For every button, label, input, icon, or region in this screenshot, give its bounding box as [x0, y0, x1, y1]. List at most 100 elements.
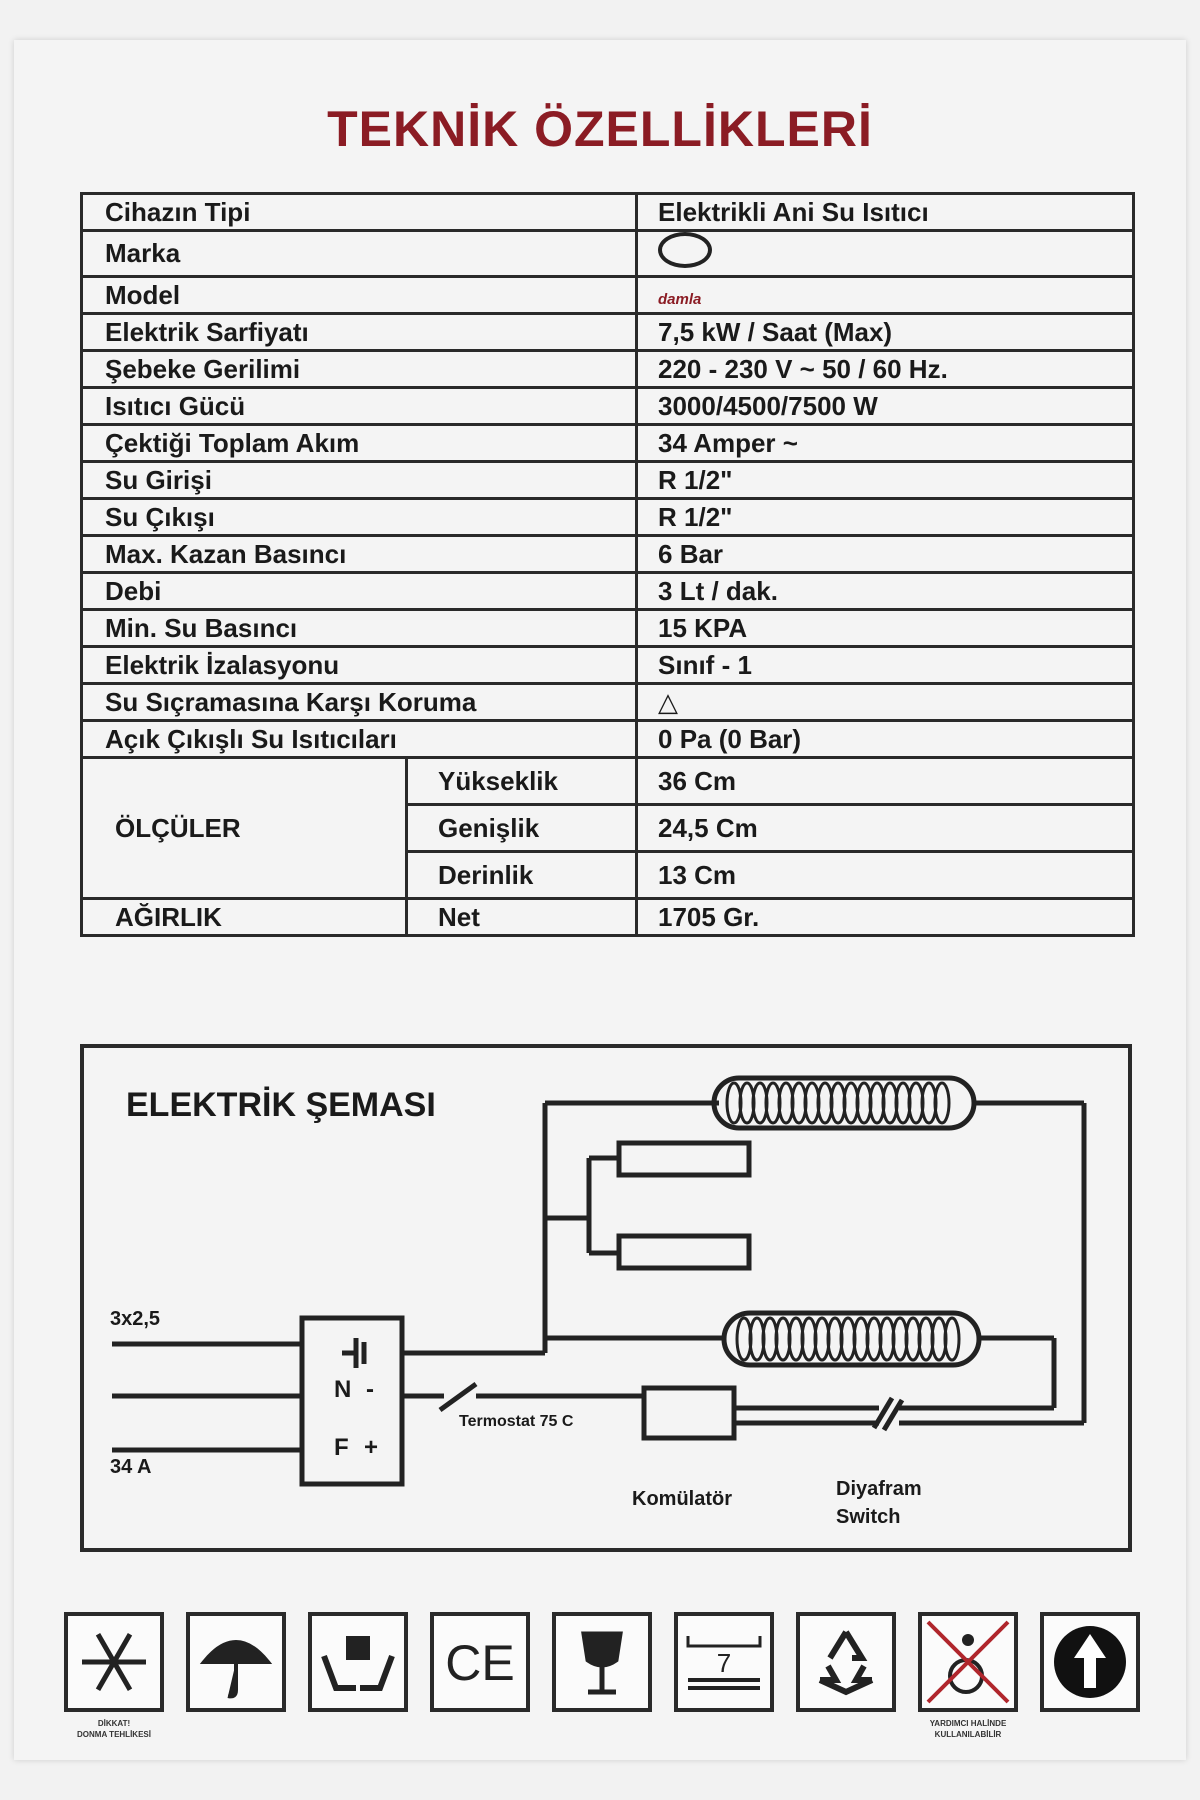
- spec-label: Su Girişi: [79, 460, 639, 500]
- coil-turn: [943, 1316, 961, 1362]
- wiring-diagram: [112, 1075, 1087, 1487]
- stack-limit-icon: 7: [674, 1612, 774, 1712]
- dimension-name: Derinlik: [404, 850, 639, 900]
- icon-caption-line: DİKKAT!: [97, 1719, 131, 1728]
- svg-text:CE: CE: [445, 1635, 514, 1691]
- accumulator-box: [641, 1385, 737, 1441]
- ce-mark-icon: CE: [430, 1612, 530, 1712]
- dimension-name: Yükseklik: [404, 756, 639, 806]
- coil-turn: [933, 1081, 951, 1125]
- dimension-value: 24,5 Cm: [635, 803, 1136, 853]
- spec-value: 3000/4500/7500 W: [635, 386, 1136, 426]
- spec-value: 34 Amper ~: [635, 423, 1136, 463]
- spec-value: 7,5 kW / Saat (Max): [635, 312, 1136, 352]
- this-side-up-glyph: [1054, 1626, 1126, 1698]
- fragile-glass-glyph: [581, 1631, 623, 1695]
- snowflake-glyph: [82, 1633, 146, 1691]
- spec-value: 15 KPA: [635, 608, 1136, 648]
- model-logo-icon: damla: [658, 290, 702, 308]
- weight-sub-label: Net: [404, 897, 639, 937]
- cable-label: 3x2,5: [110, 1308, 161, 1330]
- spec-label: Şebeke Gerilimi: [79, 349, 639, 389]
- spec-label: Debi: [79, 571, 639, 611]
- umbrella-glyph: [199, 1640, 273, 1699]
- spec-value: R 1/2": [635, 497, 1136, 537]
- current-label: 34 A: [110, 1456, 152, 1478]
- icon-caption-line: KULLANILABİLİR: [934, 1730, 1002, 1739]
- diaphragm-switch: [871, 1396, 895, 1430]
- spec-row: Su Sıçramasına Karşı Koruma△: [79, 682, 1136, 722]
- spec-label: Çektiği Toplam Akım: [79, 423, 639, 463]
- umbrella-icon: [186, 1612, 286, 1712]
- fragile-glass-icon: [552, 1612, 652, 1712]
- icon-caption: DİKKAT! DONMA TEHLİKESİ: [44, 1718, 184, 1740]
- spec-value: 6 Bar: [635, 534, 1136, 574]
- spec-label: Model: [79, 275, 639, 315]
- terminal-n-label: N: [334, 1376, 352, 1403]
- dimensions-label: ÖLÇÜLER: [80, 756, 408, 900]
- spec-row: Marka: [79, 229, 1136, 278]
- diaphragm-label: Diyafram: [836, 1478, 922, 1500]
- spec-label: Elektrik İzalasyonu: [79, 645, 639, 685]
- spec-label: Su Çıkışı: [79, 497, 639, 537]
- spec-label: Marka: [79, 229, 639, 278]
- spec-value: Sınıf - 1: [635, 645, 1136, 685]
- spec-label: Max. Kazan Basıncı: [79, 534, 639, 574]
- page-title: TEKNİK ÖZELLİKLERİ: [327, 101, 873, 157]
- spec-value: △: [635, 682, 1136, 722]
- terminal-plus-label: +: [364, 1434, 379, 1461]
- spec-label: Açık Çıkışlı Su Isıtıcıları: [79, 719, 639, 759]
- spec-value: Elektrikli Ani Su Isıtıcı: [635, 192, 1136, 232]
- terminal-f-label: F: [334, 1434, 349, 1461]
- thermostat-label: Termostat 75 C: [459, 1413, 574, 1430]
- no-disabled-use-glyph: [926, 1620, 1010, 1704]
- snowflake-icon: [64, 1612, 164, 1712]
- thermostat-switch: [438, 1381, 478, 1413]
- spec-label: Min. Su Basıncı: [79, 608, 639, 648]
- schema-title: ELEKTRİK ŞEMASI: [126, 1086, 436, 1124]
- handle-with-care-glyph: [321, 1636, 395, 1691]
- icon-caption: YARDIMCI HALİNDE KULLANILABİLİR: [898, 1718, 1038, 1740]
- resistor: [616, 1233, 752, 1271]
- brand-logo-icon: [658, 233, 713, 268]
- spec-value: 0 Pa (0 Bar): [635, 719, 1136, 759]
- spec-label: Isıtıcı Gücü: [79, 386, 639, 426]
- terminal-minus-label: -: [366, 1376, 374, 1403]
- dimension-value: 13 Cm: [635, 850, 1136, 900]
- dimension-value: 36 Cm: [635, 756, 1136, 806]
- weight-value: 1705 Gr.: [635, 897, 1136, 937]
- terminal-box: [299, 1315, 405, 1487]
- ce-mark-glyph: CE: [445, 1635, 514, 1691]
- recycle-glyph: [818, 1630, 874, 1696]
- icon-caption-line: DONMA TEHLİKESİ: [77, 1730, 151, 1739]
- spec-value: 3 Lt / dak.: [635, 571, 1136, 611]
- spec-value: 220 - 230 V ~ 50 / 60 Hz.: [635, 349, 1136, 389]
- dimension-name: Genişlik: [404, 803, 639, 853]
- weight-label: AĞIRLIK: [80, 897, 408, 937]
- switch-label: Switch: [836, 1506, 901, 1528]
- recycle-icon: [796, 1612, 896, 1712]
- this-side-up-icon: [1040, 1612, 1140, 1712]
- spec-value: [635, 229, 1136, 278]
- spec-label: Elektrik Sarfiyatı: [79, 312, 639, 352]
- spec-value: damla: [635, 275, 1136, 315]
- electrical-schema: ELEKTRİK ŞEMASI: [80, 1044, 1132, 1552]
- icon-caption-line: YARDIMCI HALİNDE: [929, 1719, 1007, 1728]
- spec-label: Cihazın Tipi: [79, 192, 639, 232]
